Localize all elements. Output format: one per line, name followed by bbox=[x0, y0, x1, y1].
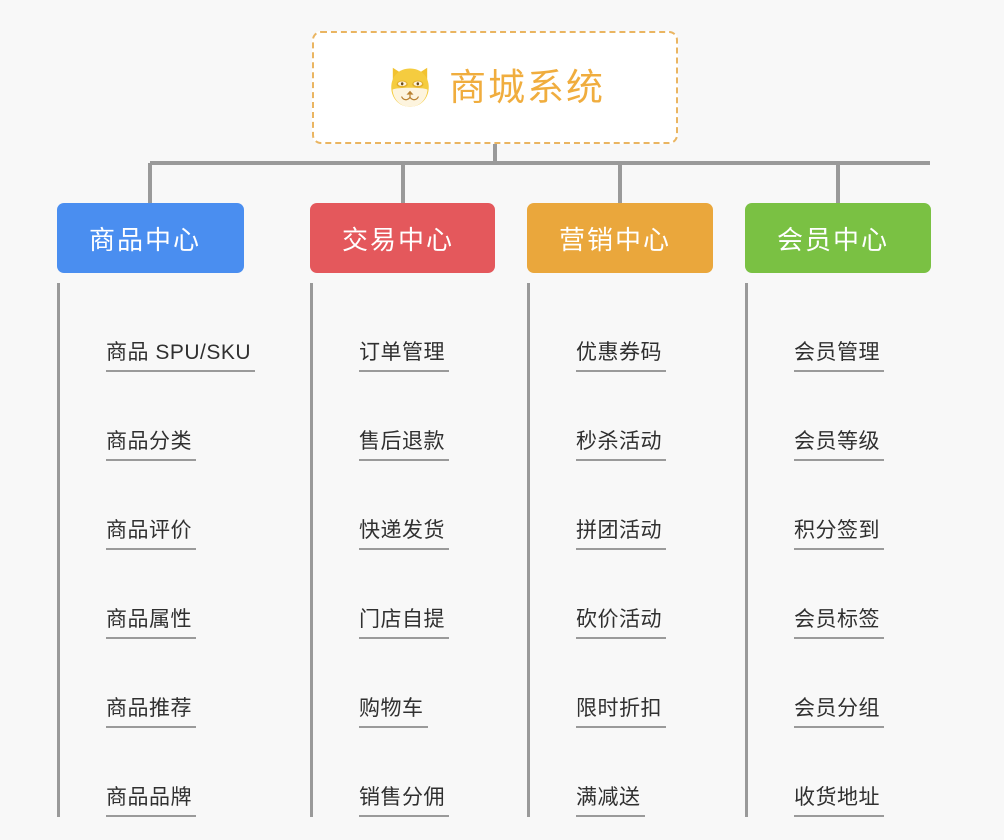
branch-column-trade-center: 交易中心 订单管理 售后退款 快递发货 门店自提 购物车 销售分佣 bbox=[310, 203, 495, 817]
branch-children-trade-center: 订单管理 售后退款 快递发货 门店自提 购物车 销售分佣 bbox=[310, 283, 495, 817]
leaf-label: 会员管理 bbox=[794, 341, 884, 372]
leaf-label: 收货地址 bbox=[794, 786, 884, 817]
branch-header-marketing-center[interactable]: 营销中心 bbox=[527, 203, 713, 273]
leaf-label: 购物车 bbox=[359, 697, 428, 728]
leaf-item[interactable]: 商品属性 bbox=[74, 550, 255, 639]
leaf-label: 商品品牌 bbox=[106, 786, 196, 817]
leaf-label: 快递发货 bbox=[359, 519, 449, 550]
leaf-label: 商品 SPU/SKU bbox=[106, 341, 256, 372]
branch-column-member-center: 会员中心 会员管理 会员等级 积分签到 会员标签 会员分组 收货地址 bbox=[745, 203, 931, 817]
branch-children-member-center: 会员管理 会员等级 积分签到 会员标签 会员分组 收货地址 bbox=[745, 283, 931, 817]
branch-column-marketing-center: 营销中心 优惠券码 秒杀活动 拼团活动 砍价活动 限时折扣 满减送 bbox=[527, 203, 713, 817]
leaf-label: 订单管理 bbox=[359, 341, 449, 372]
leaf-label: 门店自提 bbox=[359, 608, 449, 639]
leaf-label: 会员分组 bbox=[794, 697, 884, 728]
leaf-item[interactable]: 满减送 bbox=[544, 728, 713, 817]
leaf-item[interactable]: 商品推荐 bbox=[74, 639, 255, 728]
leaf-label: 满减送 bbox=[576, 786, 645, 817]
branch-header-label: 营销中心 bbox=[559, 224, 672, 255]
leaf-item[interactable]: 会员管理 bbox=[762, 283, 931, 372]
leaf-label: 会员标签 bbox=[794, 608, 884, 639]
shiba-dog-face-icon bbox=[391, 67, 429, 107]
leaf-label: 商品属性 bbox=[106, 608, 196, 639]
leaf-item[interactable]: 会员分组 bbox=[762, 639, 931, 728]
leaf-label: 积分签到 bbox=[794, 519, 884, 550]
leaf-label: 会员等级 bbox=[794, 430, 884, 461]
leaf-label: 商品推荐 bbox=[106, 697, 196, 728]
leaf-item[interactable]: 拼团活动 bbox=[544, 461, 713, 550]
branch-header-product-center[interactable]: 商品中心 bbox=[57, 203, 244, 273]
leaf-label: 秒杀活动 bbox=[576, 430, 666, 461]
leaf-label: 限时折扣 bbox=[576, 697, 666, 728]
leaf-item[interactable]: 商品 SPU/SKU bbox=[74, 283, 256, 372]
branch-children-product-center: 商品 SPU/SKU 商品分类 商品评价 商品属性 商品推荐 商品品牌 bbox=[57, 283, 256, 817]
branch-header-label: 商品中心 bbox=[89, 224, 202, 255]
root-title: 商城系统 bbox=[449, 67, 605, 108]
leaf-item[interactable]: 销售分佣 bbox=[327, 728, 495, 817]
branch-column-product-center: 商品中心 商品 SPU/SKU 商品分类 商品评价 商品属性 商品推荐 商品品牌 bbox=[57, 203, 256, 817]
root-node[interactable]: 商城系统 bbox=[312, 31, 678, 144]
leaf-item[interactable]: 秒杀活动 bbox=[544, 372, 713, 461]
leaf-item[interactable]: 商品品牌 bbox=[74, 728, 255, 817]
branch-header-member-center[interactable]: 会员中心 bbox=[745, 203, 931, 273]
leaf-item[interactable]: 会员标签 bbox=[762, 550, 931, 639]
branch-header-label: 会员中心 bbox=[777, 224, 890, 255]
leaf-item[interactable]: 优惠券码 bbox=[544, 283, 713, 372]
leaf-item[interactable]: 砍价活动 bbox=[544, 550, 713, 639]
leaf-item[interactable]: 门店自提 bbox=[327, 550, 495, 639]
branch-header-trade-center[interactable]: 交易中心 bbox=[310, 203, 495, 273]
leaf-item[interactable]: 商品评价 bbox=[74, 461, 255, 550]
leaf-item[interactable]: 积分签到 bbox=[762, 461, 931, 550]
leaf-label: 砍价活动 bbox=[576, 608, 666, 639]
leaf-item[interactable]: 收货地址 bbox=[762, 728, 931, 817]
leaf-label: 优惠券码 bbox=[576, 341, 666, 372]
leaf-item[interactable]: 商品分类 bbox=[74, 372, 255, 461]
branch-children-marketing-center: 优惠券码 秒杀活动 拼团活动 砍价活动 限时折扣 满减送 bbox=[527, 283, 713, 817]
leaf-item[interactable]: 售后退款 bbox=[327, 372, 495, 461]
leaf-item[interactable]: 订单管理 bbox=[327, 283, 495, 372]
leaf-item[interactable]: 快递发货 bbox=[327, 461, 495, 550]
leaf-label: 销售分佣 bbox=[359, 786, 449, 817]
leaf-label: 商品分类 bbox=[106, 430, 196, 461]
leaf-label: 拼团活动 bbox=[576, 519, 666, 550]
leaf-item[interactable]: 限时折扣 bbox=[544, 639, 713, 728]
leaf-item[interactable]: 会员等级 bbox=[762, 372, 931, 461]
branch-header-label: 交易中心 bbox=[342, 224, 455, 255]
leaf-item[interactable]: 购物车 bbox=[327, 639, 495, 728]
leaf-label: 售后退款 bbox=[359, 430, 449, 461]
leaf-label: 商品评价 bbox=[106, 519, 196, 550]
